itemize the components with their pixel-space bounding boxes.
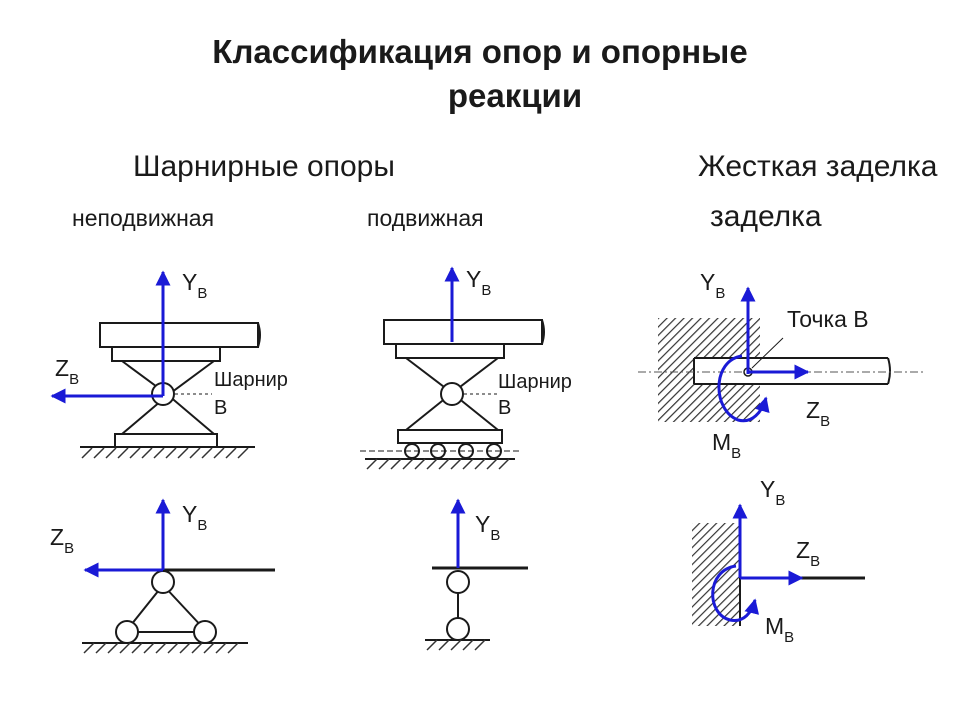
- slide-title-line2: реакции: [447, 77, 583, 114]
- fixed-support-heading-line2: заделка: [710, 200, 822, 233]
- y-label: YB: [466, 266, 491, 299]
- point-b-label: Точка B: [787, 306, 869, 332]
- upper-plate: [395, 343, 505, 359]
- base-plate: [114, 433, 218, 448]
- m-label: MB: [765, 613, 794, 646]
- m-label: MB: [712, 429, 741, 462]
- moment-arrow: [717, 354, 770, 423]
- movable-hinge-schematic: [425, 566, 528, 651]
- moment-arrow: [711, 564, 759, 622]
- fixed-support-heading: Жесткая заделка: [698, 150, 938, 183]
- hinge-point-label: B: [498, 397, 511, 419]
- z-label: ZB: [50, 524, 74, 557]
- hinge-label: Шарнир: [498, 371, 572, 393]
- base-plate: [397, 429, 503, 444]
- y-label: YB: [475, 511, 500, 544]
- y-label: YB: [700, 269, 725, 302]
- beam: [99, 322, 259, 348]
- hinged-supports-heading: Шарнирные опоры: [133, 150, 395, 183]
- fixed-hinge-support-drawing: [80, 322, 261, 459]
- movable-hinge-subtitle: подвижная: [367, 205, 484, 231]
- movable-hinge-support-drawing: [360, 319, 545, 470]
- z-label: ZB: [55, 355, 79, 388]
- fixed-hinge-schematic: [82, 568, 275, 654]
- hinge-point-label: B: [214, 397, 227, 419]
- hinge-pin: [440, 382, 464, 406]
- y-label: YB: [182, 269, 207, 302]
- y-label: YB: [182, 501, 207, 534]
- fixed-hinge-subtitle: неподвижная: [72, 205, 215, 231]
- slide-title-line1: Классификация опор и опорные: [212, 33, 748, 70]
- hinge-label: Шарнир: [214, 369, 288, 391]
- fixed-end-support-drawing: [638, 318, 925, 422]
- upper-plate: [111, 346, 221, 362]
- z-label: ZB: [796, 537, 820, 570]
- y-label: YB: [760, 476, 785, 509]
- z-label: ZB: [806, 397, 830, 430]
- beam: [383, 319, 543, 345]
- slide-title: Классификация опор и опорные реакции: [0, 30, 960, 118]
